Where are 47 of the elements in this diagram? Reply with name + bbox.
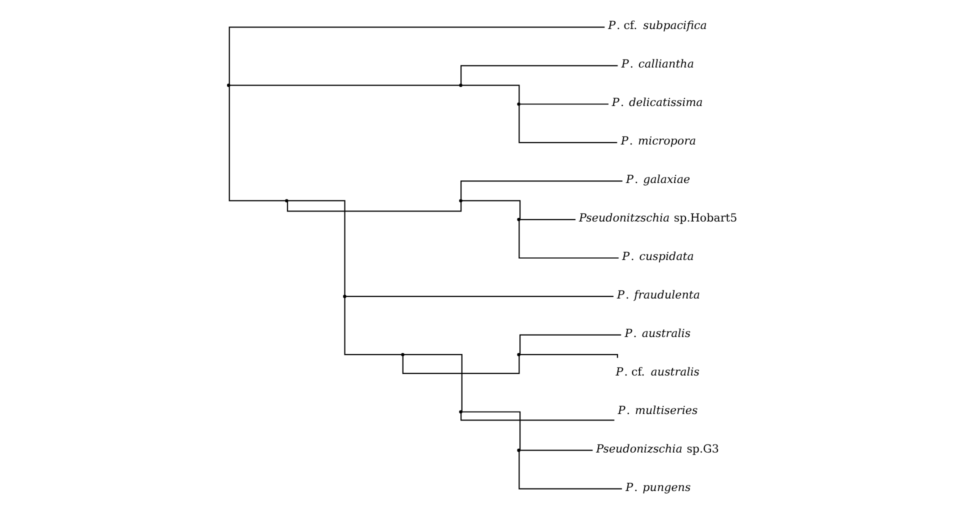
node-text: P. cf. australis <box>615 365 700 378</box>
node-text: P. calliantha <box>620 58 694 71</box>
node-point <box>458 199 462 202</box>
node-text: P. micropora <box>620 134 696 148</box>
node-point <box>342 294 346 298</box>
connector <box>229 84 459 86</box>
node-text: P. delicatissima <box>611 96 702 110</box>
node-point <box>458 84 462 87</box>
connector <box>346 296 613 298</box>
connector <box>462 411 520 450</box>
connector <box>228 86 285 202</box>
node-point <box>458 410 462 414</box>
connector <box>402 356 520 374</box>
connector <box>520 354 618 358</box>
node-point <box>516 448 520 452</box>
connector <box>286 202 462 212</box>
connector <box>520 104 608 105</box>
node-point <box>226 84 230 87</box>
node-text: P. galaxiae <box>626 173 690 186</box>
node-point <box>516 352 520 356</box>
node-text: P. cf. subpacifica <box>608 19 706 32</box>
connector <box>518 334 621 355</box>
node-point <box>516 102 520 106</box>
node-text: Pseudonitzschia sp.Hobart5 <box>578 212 737 225</box>
connector <box>460 413 614 421</box>
connector <box>344 298 401 356</box>
node-text: P. pungens <box>625 480 690 494</box>
connector <box>520 450 592 451</box>
connector <box>288 200 345 296</box>
connector <box>403 354 462 412</box>
connector <box>460 180 622 200</box>
node-text: P. multiseries <box>617 404 698 417</box>
connector <box>518 105 617 144</box>
connector <box>518 452 622 490</box>
node-text: P. australis <box>624 326 690 340</box>
connector <box>520 218 576 220</box>
node-point <box>284 199 288 202</box>
connector <box>228 26 604 84</box>
node-point <box>516 218 520 222</box>
connector <box>518 220 618 259</box>
node-text: Pseudonizschia sp.G3 <box>596 442 719 456</box>
node-text: P. cuspidata <box>622 250 694 264</box>
connector <box>462 200 520 220</box>
connector <box>462 84 520 103</box>
connector <box>460 65 618 84</box>
node-text: P. fraudulenta <box>616 288 700 302</box>
node-point <box>400 352 404 356</box>
